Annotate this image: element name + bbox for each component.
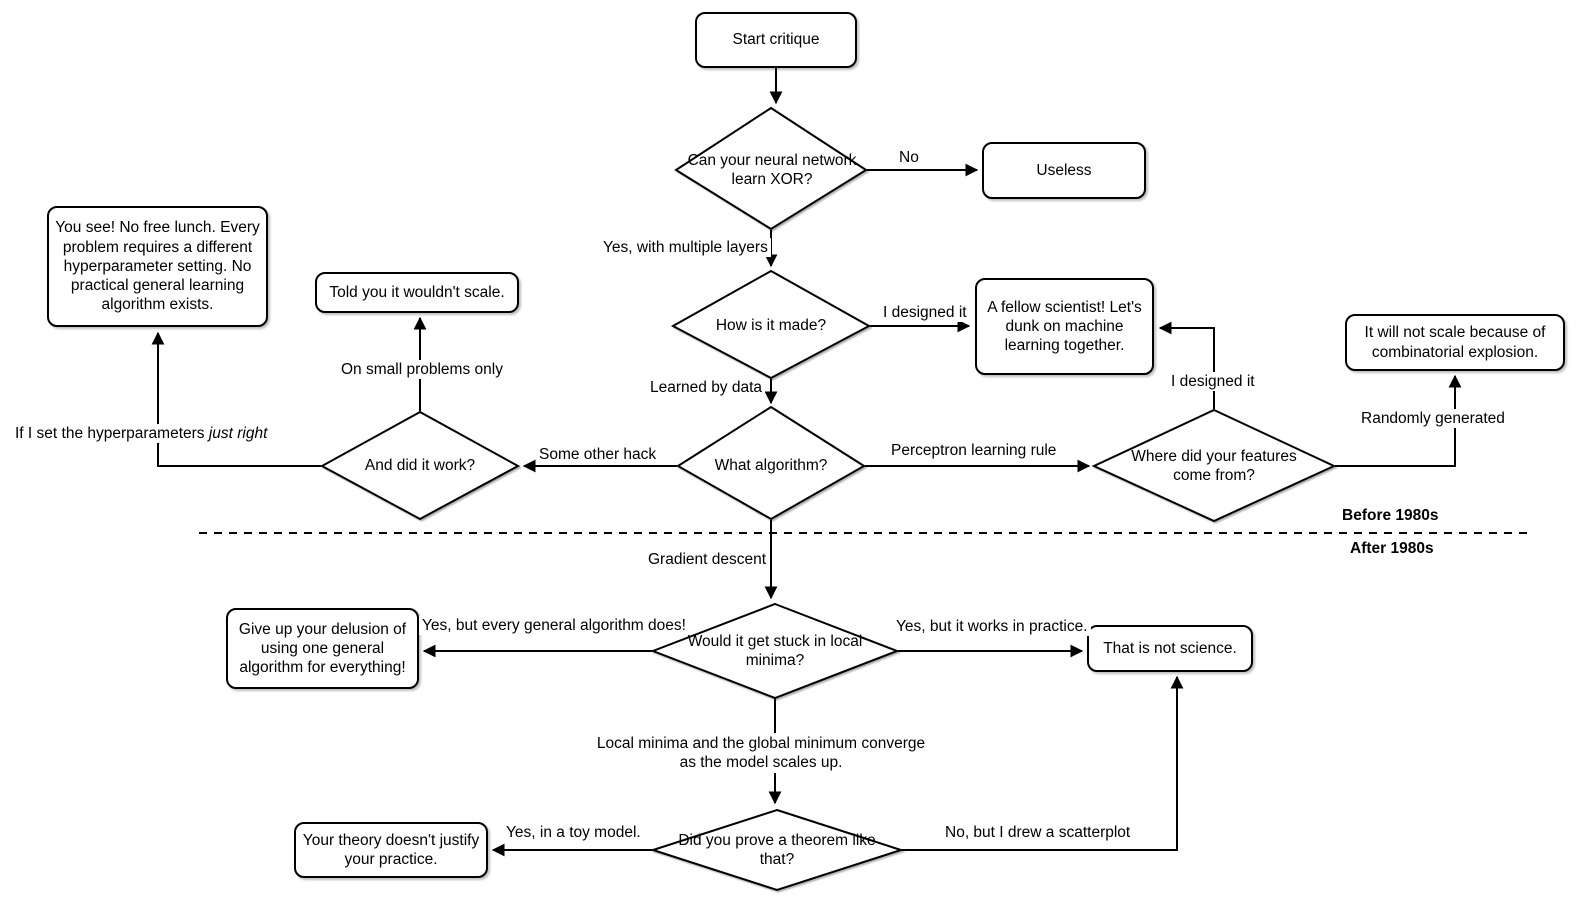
edge-label-randomly-generated: Randomly generated <box>1358 409 1508 428</box>
edge-features-from-to-combinatorial <box>1335 374 1462 467</box>
node-theory-practice: Your theory doesn't justify your practic… <box>294 822 488 878</box>
decision-features-from-shape <box>1091 408 1337 523</box>
edge-label-yes-multiple-layers: Yes, with multiple layers <box>600 238 771 257</box>
edge-prove-theorem-to-not-science <box>902 675 1184 851</box>
edge-label-works-in-practice: Yes, but it works in practice. <box>893 617 1091 636</box>
edge-label-minima-converge-line2: as the model scales up. <box>679 754 843 771</box>
edge-label-toy-model: Yes, in a toy model. <box>503 823 644 842</box>
edge-label-if-hyperparameters: If I set the hyperparameters just right <box>12 424 271 443</box>
edge-features-from-to-fellow-scientist <box>1158 321 1215 409</box>
node-give-up-delusion: Give up your delusion of using one gener… <box>226 608 419 689</box>
node-start-critique: Start critique <box>695 12 857 68</box>
node-fellow-scientist: A fellow scientist! Let's dunk on machin… <box>975 278 1154 375</box>
edge-label-perceptron-rule: Perceptron learning rule <box>888 441 1060 460</box>
decision-learn-xor-shape <box>674 106 868 231</box>
edge-label-if-hyperparameters-prefix: If I set the hyperparameters <box>15 425 209 442</box>
decision-did-it-work-shape <box>319 410 521 521</box>
node-useless: Useless <box>982 142 1146 199</box>
edge-label-i-designed-it-left: I designed it <box>880 303 970 322</box>
edge-label-every-general-algorithm: Yes, but every general algorithm does! <box>419 616 689 635</box>
node-no-free-lunch: You see! No free lunch. Every problem re… <box>47 206 268 327</box>
edge-label-gradient-descent: Gradient descent <box>645 550 770 569</box>
node-wouldnt-scale: Told you it wouldn't scale. <box>315 272 519 313</box>
edge-label-learned-by-data: Learned by data <box>647 378 766 397</box>
edge-label-i-designed-it-right: I designed it <box>1168 372 1258 391</box>
decision-what-algorithm-shape <box>676 405 866 521</box>
edge-label-minima-converge-line1: Local minima and the global minimum conv… <box>596 735 926 752</box>
edge-label-no: No <box>896 148 922 167</box>
era-label-after-1980s: After 1980s <box>1350 540 1434 557</box>
edge-did-it-work-to-no-free-lunch <box>151 331 321 467</box>
edge-label-if-hyperparameters-emphasis: just right <box>208 425 268 442</box>
node-not-science: That is not science. <box>1087 625 1253 672</box>
era-label-before-1980s: Before 1980s <box>1342 507 1439 524</box>
decision-local-minima-shape <box>650 602 900 700</box>
edge-label-drew-scatterplot: No, but I drew a scatterplot <box>942 823 1134 842</box>
decision-how-made-shape <box>670 269 872 380</box>
edge-label-minima-converge: Local minima and the global minimum conv… <box>592 733 930 773</box>
decision-prove-theorem-shape <box>649 808 905 892</box>
node-combinatorial-explosion: It will not scale because of combinatori… <box>1345 314 1565 371</box>
edge-label-on-small-problems: On small problems only <box>338 360 506 379</box>
edge-label-some-other-hack: Some other hack <box>536 445 660 464</box>
